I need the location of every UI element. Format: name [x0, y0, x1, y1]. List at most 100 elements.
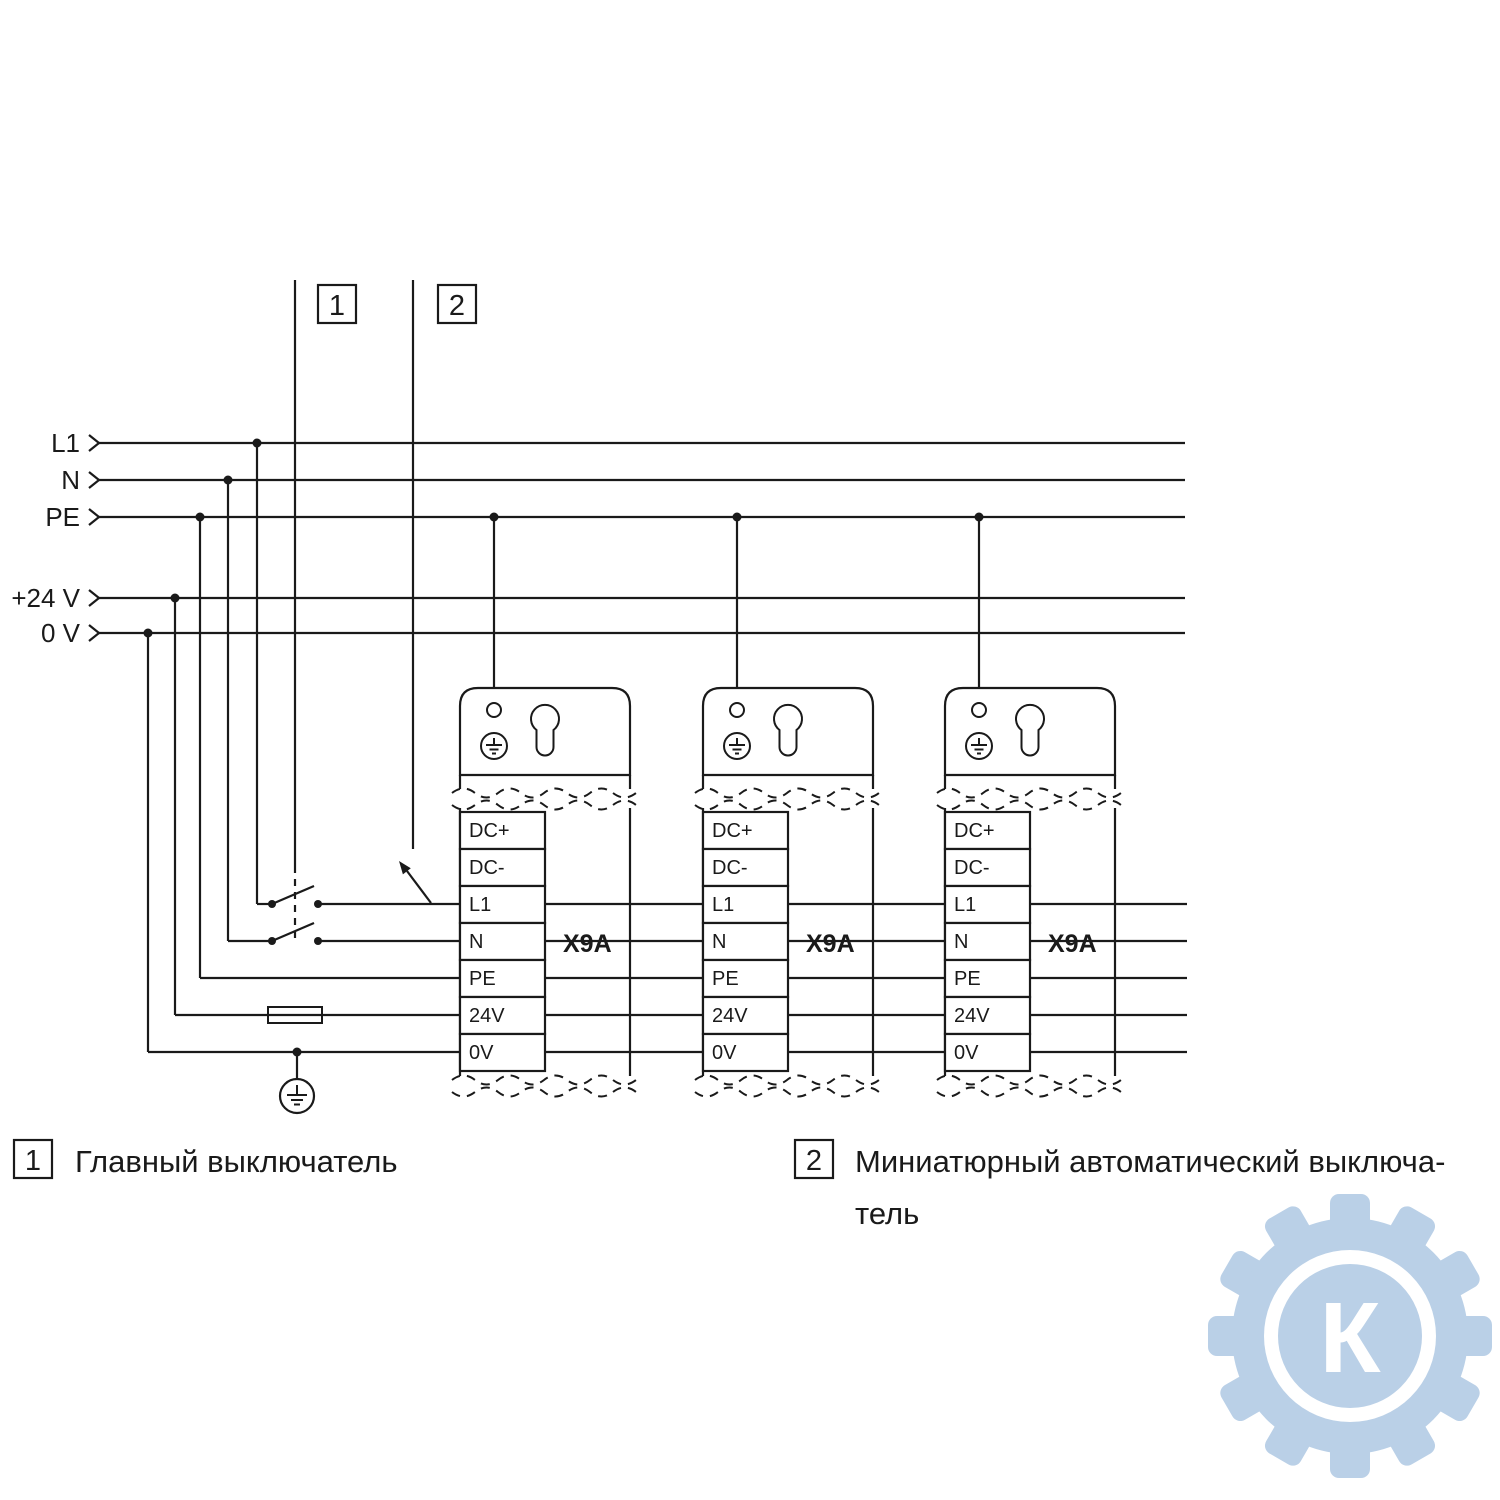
- terminal-cell: [701, 995, 790, 1036]
- bus-label-l1: L1: [51, 428, 80, 458]
- terminal-label-0v: 0V: [712, 1042, 737, 1064]
- breaker-arrow-icon: [399, 861, 411, 875]
- connector-label-x9a: X9A: [1048, 930, 1097, 958]
- legend-text-2-line1: Миниатюрный автоматический выключа-: [855, 1144, 1445, 1179]
- terminal-label-24v: 24V: [954, 1005, 990, 1027]
- terminal-label-dcminus: DC-: [954, 857, 990, 879]
- terminal-cell: [458, 810, 547, 851]
- connector-label-x9a: X9A: [806, 930, 855, 958]
- callout-box-1: [316, 283, 358, 325]
- terminal-cell: [701, 921, 790, 962]
- break-wavy-line: [451, 1074, 637, 1086]
- break-wavy-line: [694, 1086, 880, 1098]
- break-wavy-line: [936, 1086, 1122, 1098]
- terminal-cell: [701, 958, 790, 999]
- terminal-label-l1: L1: [712, 894, 734, 916]
- terminal-label-pe: PE: [712, 968, 739, 990]
- terminal-block: DC+ DC- L1 N PE 24V 0V: [701, 810, 790, 1073]
- legend-box-1: [12, 1138, 54, 1180]
- break-wavy-line: [451, 1086, 637, 1098]
- connector-label-x9a: X9A: [563, 930, 612, 958]
- terminal-block: DC+ DC- L1 N PE 24V 0V: [943, 810, 1032, 1073]
- terminal-label-dcminus: DC-: [469, 857, 505, 879]
- earth-symbol-icon: [480, 732, 508, 760]
- pe-entry-circle: [729, 702, 745, 718]
- terminal-label-pe: PE: [469, 968, 496, 990]
- terminal-label-n: N: [712, 931, 726, 953]
- terminal-cell: [458, 921, 547, 962]
- callout-box-2: [436, 283, 478, 325]
- pe-entry-circle: [971, 702, 987, 718]
- terminal-label-24v: 24V: [712, 1005, 748, 1027]
- terminal-label-dcplus: DC+: [712, 820, 753, 842]
- terminal-label-dcplus: DC+: [469, 820, 510, 842]
- callout-num-1: 1: [329, 290, 345, 322]
- terminal-label-l1: L1: [954, 894, 976, 916]
- fuse-symbol: [267, 1006, 323, 1024]
- terminal-label-pe: PE: [954, 968, 981, 990]
- terminal-cell: [701, 1032, 790, 1073]
- terminal-label-24v: 24V: [469, 1005, 505, 1027]
- bus-lines: L1 N PE +24 V 0 V: [11, 428, 1185, 648]
- bus-label-n: N: [61, 465, 80, 495]
- bus-label-0v: 0 V: [41, 618, 81, 648]
- breaker-arm: [406, 870, 432, 904]
- earth-symbol-icon: [723, 732, 751, 760]
- terminal-label-n: N: [954, 931, 968, 953]
- callouts: 1 2: [293, 280, 478, 938]
- bus-connector-chevron: [88, 589, 101, 607]
- terminal-cell: [943, 810, 1032, 851]
- break-wavy-line: [936, 799, 1122, 811]
- terminal-label-0v: 0V: [469, 1042, 494, 1064]
- callout-num-2: 2: [449, 290, 465, 322]
- legend-num-1: 1: [25, 1145, 41, 1177]
- power-supply-device: DC+ DC- L1 N PE 24V 0V X9A: [936, 512, 1187, 1098]
- break-wavy-line: [694, 1074, 880, 1086]
- terminal-label-n: N: [469, 931, 483, 953]
- watermark-logo: К: [1208, 1194, 1492, 1478]
- bus-connector-chevron: [88, 508, 101, 526]
- gear-icon: [1208, 1194, 1492, 1478]
- terminal-cell: [701, 810, 790, 851]
- bus-label-pe: PE: [45, 502, 80, 532]
- terminal-label-dcplus: DC+: [954, 820, 995, 842]
- bus-connector-chevron: [88, 624, 101, 642]
- watermark-letter: К: [1319, 1282, 1381, 1394]
- break-wavy-line: [694, 799, 880, 811]
- break-wavy-line: [451, 787, 637, 799]
- power-supply-device: DC+ DC- L1 N PE 24V 0V X9A: [694, 512, 945, 1098]
- bus-connector-chevron: [88, 434, 101, 452]
- terminal-cell: [458, 1032, 547, 1073]
- terminal-label-dcminus: DC-: [712, 857, 748, 879]
- terminal-cell: [943, 847, 1032, 888]
- terminal-cell: [458, 995, 547, 1036]
- keyhole-mount-icon: [530, 703, 560, 757]
- terminal-cell: [458, 847, 547, 888]
- terminal-label-0v: 0V: [954, 1042, 979, 1064]
- legend: 1 Главный выключатель 2 Миниатюрный авто…: [12, 1138, 1445, 1231]
- break-wavy-line: [694, 787, 880, 799]
- keyhole-mount-icon: [1015, 703, 1045, 757]
- terminal-cell: [458, 884, 547, 925]
- keyhole-mount-icon: [773, 703, 803, 757]
- power-supply-device: DC+ DC- L1 N PE 24V 0V X9A: [451, 512, 702, 1098]
- pe-entry-circle: [486, 702, 502, 718]
- earth-symbol-icon: [965, 732, 993, 760]
- protective-earth-icon: [278, 1077, 316, 1115]
- supply-wiring: [143, 438, 460, 1115]
- main-switch-pole-l1: [271, 884, 315, 906]
- bus-connector-chevron: [88, 471, 101, 489]
- bus-label-24v: +24 V: [11, 583, 80, 613]
- break-wavy-line: [936, 787, 1122, 799]
- break-wavy-line: [451, 799, 637, 811]
- legend-box-2: [793, 1138, 835, 1180]
- break-wavy-line: [936, 1074, 1122, 1086]
- legend-text-2-line2: тель: [855, 1196, 919, 1231]
- main-switch-pole-n: [271, 921, 315, 943]
- legend-text-1: Главный выключатель: [75, 1144, 398, 1179]
- legend-num-2: 2: [806, 1145, 822, 1177]
- terminal-cell: [701, 884, 790, 925]
- terminal-block: DC+ DC- L1 N PE 24V 0V: [458, 810, 547, 1073]
